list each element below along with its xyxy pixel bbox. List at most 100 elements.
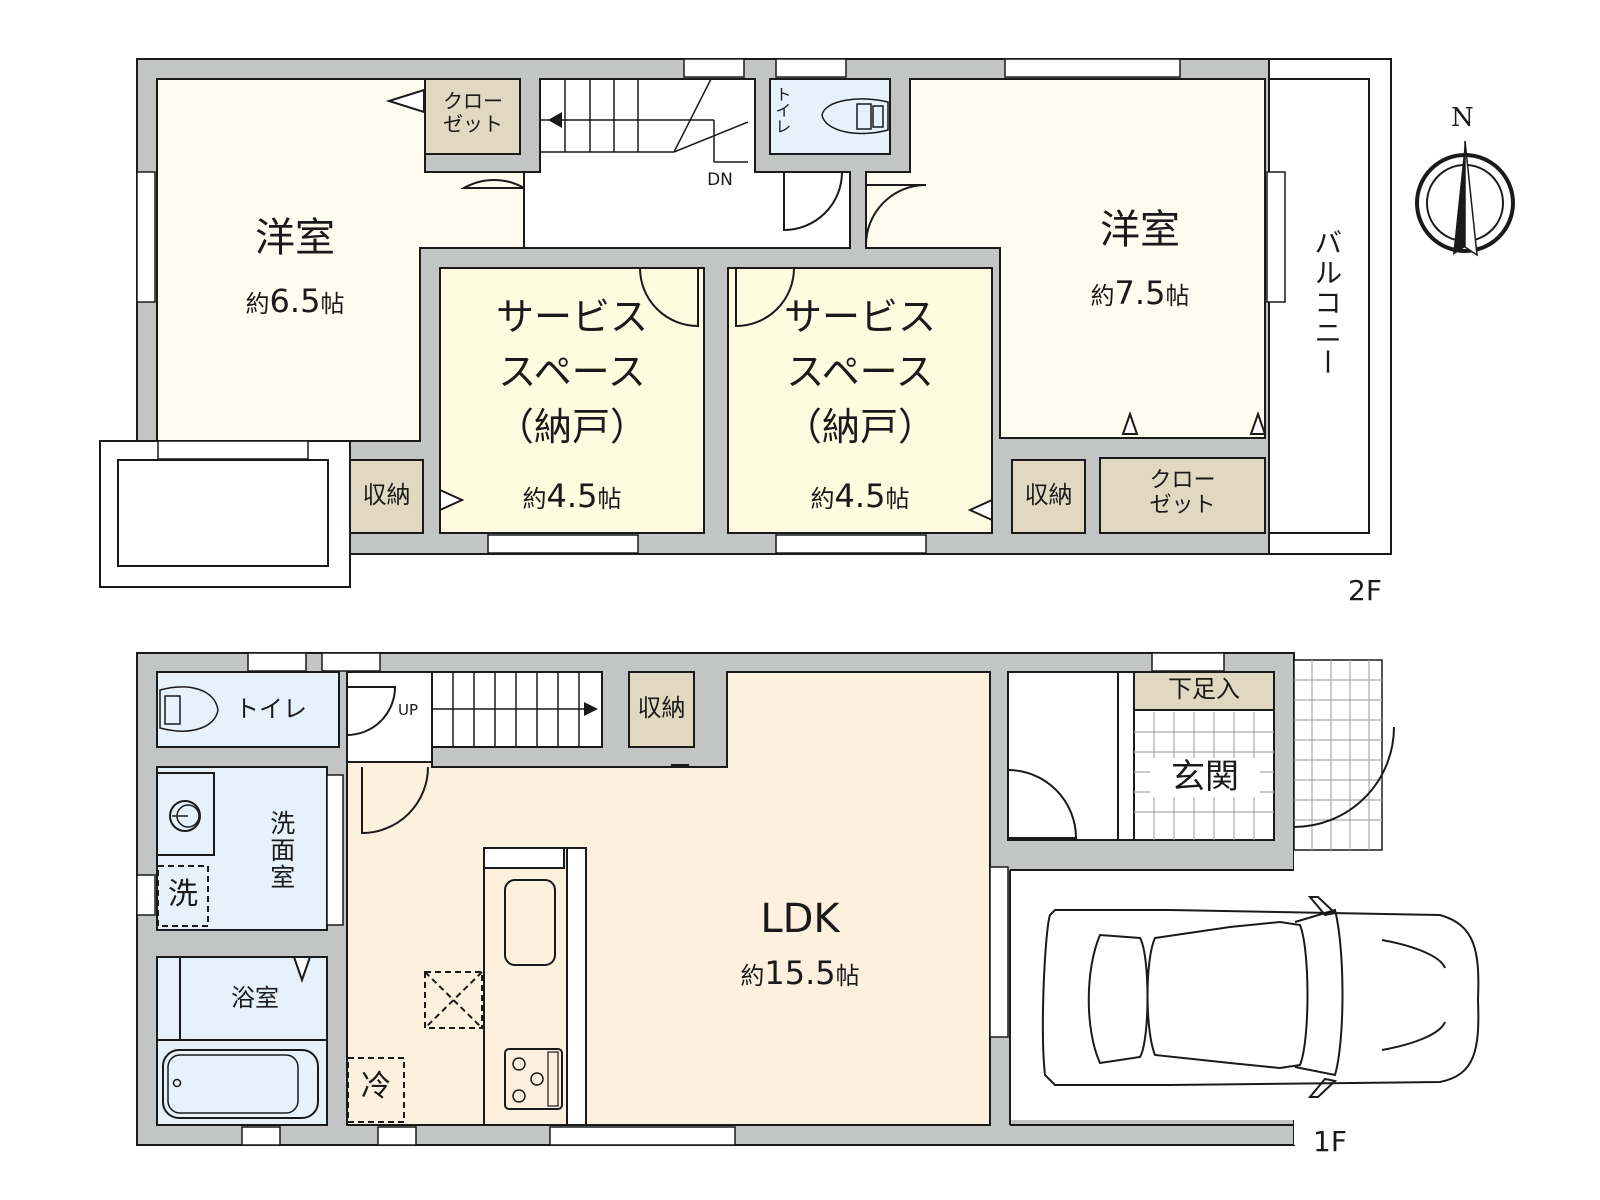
storage-west-label: 収納	[362, 481, 411, 509]
east-closet-floor	[1099, 457, 1266, 534]
range-hood-icon	[424, 971, 483, 1029]
window	[775, 58, 847, 78]
ground-toilet-floor	[156, 671, 340, 748]
upper-toilet-label: トイレ	[772, 86, 792, 134]
ground-storage-label: 収納	[637, 694, 686, 722]
storage-east-label: 収納	[1024, 481, 1073, 509]
storage-west-door-marker	[439, 488, 465, 512]
west-closet-label: クロー ゼット	[428, 90, 518, 136]
area-prefix: 約	[522, 485, 547, 513]
service-space-east-area: 約4.5帖	[768, 478, 952, 515]
washroom-label: 洗面室	[266, 810, 296, 891]
service-space-west-label: サービス スペース （納戸）	[460, 290, 684, 455]
area-unit: 帖	[320, 290, 345, 318]
service-space-east-label: サービス スペース （納戸）	[748, 290, 972, 455]
ground-toilet-icon	[159, 686, 219, 732]
ground-stair-treads	[432, 672, 598, 747]
area-value: 4.5	[546, 477, 598, 515]
ldk-name: LDK	[760, 896, 840, 942]
closet-line2: ゼット	[443, 112, 503, 136]
closet-door-marker	[385, 88, 425, 114]
window	[989, 866, 1009, 1038]
upper-toilet-icon	[821, 98, 889, 135]
window	[157, 440, 309, 460]
door-swing	[783, 171, 843, 232]
balcony-inner	[1268, 78, 1370, 534]
fridge-label: 冷	[361, 1069, 391, 1104]
area-unit: 帖	[597, 485, 622, 513]
ground-toilet-label: トイレ	[235, 695, 307, 723]
storage-east-door-marker	[967, 498, 993, 522]
area-prefix: 約	[245, 290, 270, 318]
up-label: UP	[398, 701, 419, 719]
door-swing	[639, 267, 699, 328]
area-unit: 帖	[835, 962, 860, 990]
area-prefix: 約	[740, 962, 765, 990]
sink-icon	[169, 800, 201, 832]
vanity	[156, 772, 215, 856]
east-closet-door-marker-1	[1121, 410, 1139, 435]
bathtub-icon	[162, 1049, 319, 1119]
closet-line1: クロー	[443, 89, 503, 113]
ground-stair-hall	[346, 671, 433, 763]
washer-space	[157, 865, 209, 927]
door-swing	[361, 766, 429, 835]
porch-roof-inner	[117, 459, 329, 567]
area-unit: 帖	[1165, 282, 1190, 310]
east-closet-door-marker-2	[1249, 410, 1267, 435]
area-unit: 帖	[885, 485, 910, 513]
ldk-area: 約15.5帖	[690, 955, 910, 992]
door-swing	[460, 178, 525, 189]
east-bedroom-name: 洋室	[1100, 207, 1180, 253]
window	[377, 1126, 417, 1146]
dn-label: DN	[707, 170, 733, 190]
storage-east-floor	[1011, 459, 1086, 534]
service-line2: スペース	[786, 350, 934, 394]
area-value: 7.5	[1114, 274, 1166, 312]
closet-line1: クロー	[1149, 468, 1216, 493]
door-swing	[865, 184, 927, 246]
window	[683, 58, 745, 78]
window	[1004, 58, 1181, 78]
service-line3: （納戸）	[783, 405, 936, 449]
service-space-east-floor	[727, 267, 993, 534]
window	[136, 171, 156, 303]
washer-label: 洗	[168, 877, 198, 912]
west-bedroom-area: 約6.5帖	[210, 283, 380, 320]
closet-line2: ゼット	[1149, 493, 1216, 519]
balcony-label: バルコニー	[1310, 228, 1344, 378]
area-value: 15.5	[764, 954, 836, 992]
window	[326, 774, 344, 926]
storage-west-floor	[349, 459, 424, 534]
entrance-label: 玄関	[1150, 757, 1260, 798]
shoe-storage-label: 下足入	[1168, 675, 1240, 703]
north-compass-icon	[1415, 140, 1515, 257]
door-swing	[346, 686, 397, 736]
east-bedroom-area: 約7.5帖	[1055, 275, 1225, 312]
ground-storage-floor	[628, 671, 695, 748]
upper-floor-plan	[99, 58, 1392, 588]
window	[321, 652, 381, 672]
window	[241, 1126, 281, 1146]
step-edge	[1117, 671, 1135, 841]
front-door-swing	[1293, 726, 1395, 828]
bath-door-marker	[292, 956, 312, 984]
kitchen-counter	[483, 847, 587, 1126]
upper-stair-treads	[539, 78, 749, 163]
upper-hall-floor	[523, 78, 851, 249]
stove-icon	[504, 1048, 563, 1110]
shoe-storage-floor	[1133, 671, 1275, 711]
upper-toilet-floor	[769, 78, 891, 155]
window	[1151, 652, 1225, 672]
compass-north-label: N	[1451, 103, 1474, 133]
west-closet-floor	[424, 78, 521, 155]
east-closet-label: クロー ゼット	[1100, 468, 1265, 519]
upper-floor-label: 2F	[1348, 574, 1382, 607]
ground-floor-label: 1F	[1313, 1125, 1347, 1158]
area-value: 4.5	[834, 477, 886, 515]
car-icon	[1041, 896, 1480, 1098]
service-line1: サービス	[783, 295, 936, 339]
bathroom-label: 浴室	[231, 984, 279, 1012]
service-line1: サービス	[495, 295, 648, 339]
